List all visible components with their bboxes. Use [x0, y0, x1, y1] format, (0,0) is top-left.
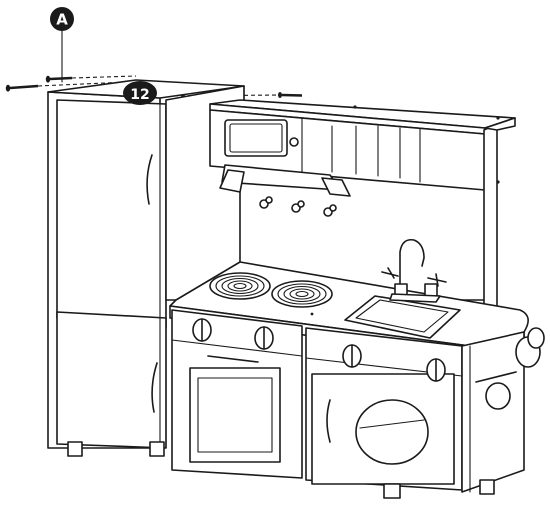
towel-rod — [475, 327, 545, 410]
knob-icon — [426, 358, 446, 382]
stove-burner — [209, 272, 271, 300]
faucet-icon — [381, 238, 447, 303]
fridge-upper-handle — [146, 154, 153, 205]
step-12-badge — [123, 81, 157, 105]
microwave-knob-icon — [289, 137, 299, 147]
stove-burner — [271, 280, 333, 308]
fridge-foot — [67, 441, 83, 457]
hook-icon — [323, 204, 337, 217]
right-side-panel — [461, 331, 525, 493]
range-hood — [219, 164, 351, 197]
fridge-foot — [149, 441, 165, 457]
microwave-door — [224, 119, 288, 157]
fridge-lower-handle — [151, 362, 158, 413]
washer-window — [355, 399, 429, 465]
step-12-label: 12 — [130, 87, 149, 103]
screw-guide-line — [159, 94, 283, 97]
part-a-callout: A — [50, 7, 74, 83]
screw-guide-line — [71, 75, 137, 79]
fridge-lower-door — [56, 311, 167, 449]
knob-icon — [192, 318, 212, 342]
sink — [344, 295, 461, 339]
oven-cabinet — [171, 309, 303, 479]
base-foot — [383, 483, 401, 499]
part-a-badge — [50, 7, 74, 31]
screw-icon — [5, 84, 39, 92]
washer-cabinet — [305, 327, 463, 491]
fridge-upper-door — [56, 99, 167, 329]
hook-icon — [259, 196, 273, 209]
knob-icon — [342, 344, 362, 368]
oven-door — [189, 367, 281, 463]
step-12-callout: 12 — [123, 81, 157, 105]
hook-icon — [291, 200, 305, 213]
base-foot — [479, 479, 495, 495]
screw-icon — [45, 75, 73, 83]
knob-icon — [254, 326, 274, 350]
part-a-label: A — [56, 11, 68, 29]
